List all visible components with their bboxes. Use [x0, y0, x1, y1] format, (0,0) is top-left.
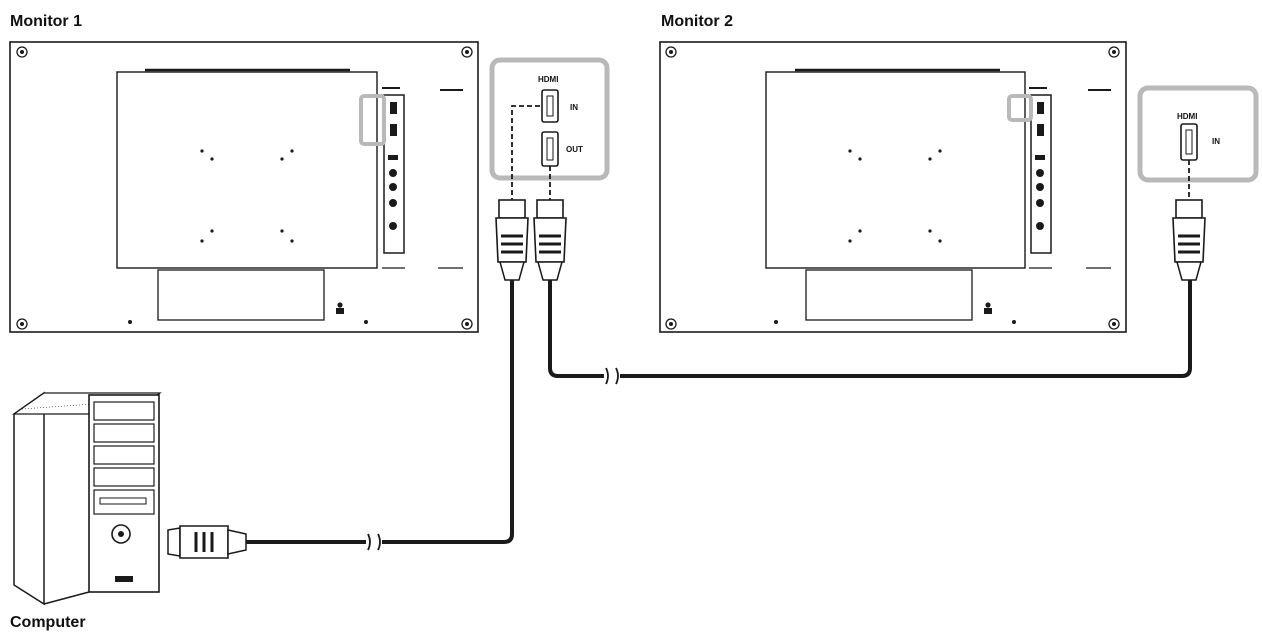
- in-link-dashed: [511, 105, 540, 205]
- computer-tower-icon: [12, 391, 162, 606]
- port-label-in: IN: [1212, 137, 1220, 146]
- monitor-1-screw: [461, 46, 473, 58]
- monitor-1-rear-panel: [116, 71, 378, 269]
- monitor-2-screw: [665, 46, 677, 58]
- monitor-1-io-ports: [388, 102, 398, 230]
- hdmi-cable-computer-to-monitor1: [246, 280, 514, 544]
- monitor-2-rear-panel: [765, 71, 1026, 269]
- monitor-2-screw: [665, 318, 677, 330]
- hdmi-in-port-icon: [541, 89, 559, 123]
- monitor-2-label: Monitor 2: [661, 13, 733, 30]
- monitor-1-lock-icon: [336, 302, 344, 314]
- monitor-2: [659, 41, 1127, 333]
- monitor-2-port-highlight: [1007, 94, 1033, 122]
- cable-break-mark: [604, 367, 620, 385]
- monitor-2-screw: [1108, 46, 1120, 58]
- port-label-hdmi: HDMI: [538, 75, 558, 84]
- cable-break-mark: [366, 533, 382, 551]
- hdmi-plug-computer-icon: [167, 525, 247, 559]
- hdmi-plug-out-icon: [533, 199, 567, 281]
- monitor-2-lock-icon: [984, 302, 992, 314]
- monitor-2-screw: [1108, 318, 1120, 330]
- hdmi-plug-monitor-2-icon: [1172, 199, 1206, 281]
- port-label-hdmi: HDMI: [1177, 112, 1197, 121]
- computer-label: Computer: [10, 614, 86, 631]
- monitor-2-vesa-holes: [848, 149, 942, 243]
- monitor-2-port-callout: HDMI IN: [1137, 85, 1259, 205]
- hdmi-cable-monitor1-to-monitor2: [548, 280, 1192, 378]
- monitor-1-stand-box: [157, 269, 325, 321]
- monitor-1-port-highlight: [359, 94, 386, 146]
- monitor-2-stand-box: [805, 269, 973, 321]
- monitor-1: [9, 41, 479, 333]
- monitor-1-screw: [16, 318, 28, 330]
- port-label-out: OUT: [566, 145, 583, 154]
- monitor-1-screw: [16, 46, 28, 58]
- hdmi-out-port-icon: [541, 131, 559, 167]
- monitor-2-io-ports: [1035, 102, 1045, 230]
- hdmi-plug-in-icon: [495, 199, 529, 281]
- monitor-1-port-callout: HDMI IN OUT: [489, 57, 610, 205]
- port-label-in: IN: [570, 103, 578, 112]
- hdmi-in-port-icon: [1180, 123, 1198, 161]
- monitor-1-label: Monitor 1: [10, 13, 82, 30]
- monitor-1-screw: [461, 318, 473, 330]
- monitor-1-vesa-holes: [200, 149, 294, 243]
